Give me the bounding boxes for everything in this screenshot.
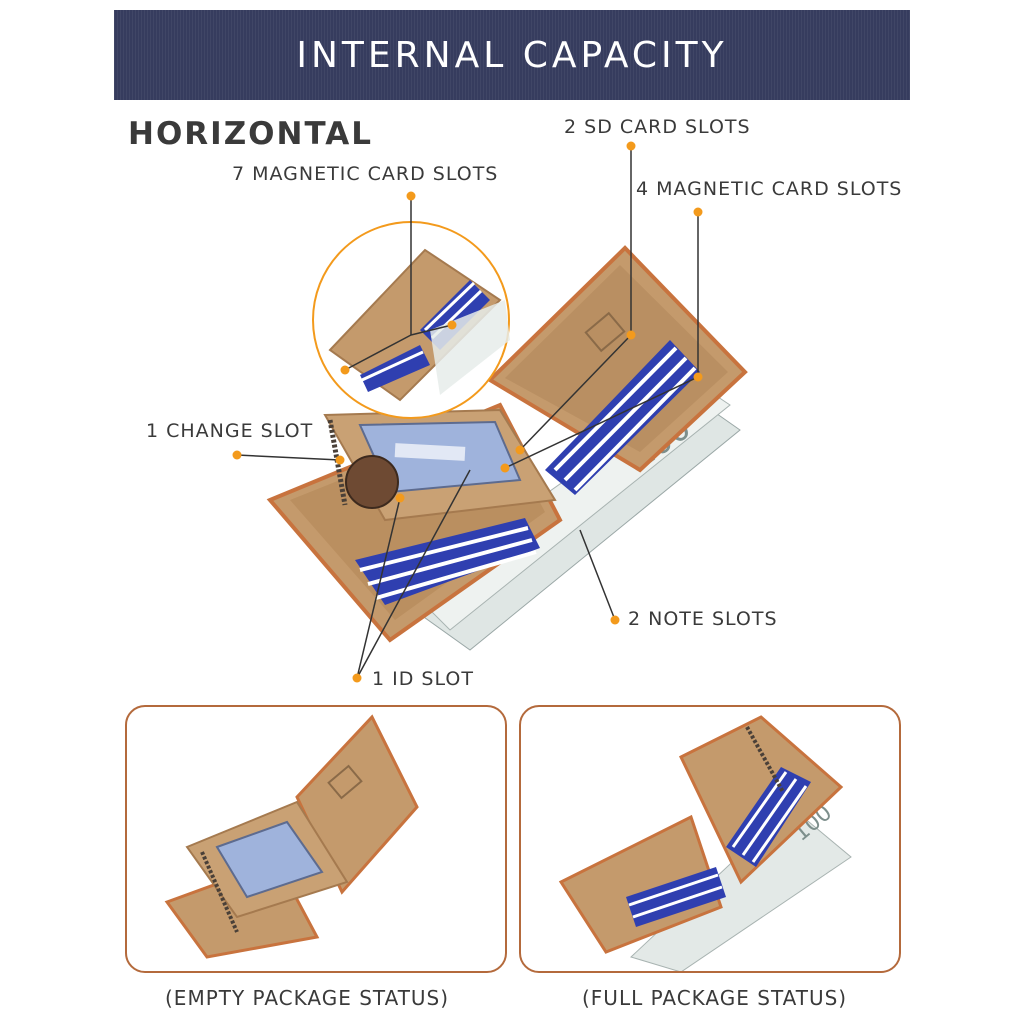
banner-title: INTERNAL CAPACITY	[296, 34, 728, 76]
empty-status-panel	[125, 705, 507, 973]
title-banner: INTERNAL CAPACITY	[114, 10, 910, 100]
label-id-slot: 1 ID SLOT	[372, 668, 474, 690]
caption-empty-status: (EMPTY PACKAGE STATUS)	[165, 986, 450, 1010]
full-wallet-photo: 100	[558, 715, 852, 973]
leader-dots	[232, 141, 703, 683]
label-note-slots: 2 NOTE SLOTS	[628, 608, 778, 630]
label-4-magnetic-card-slots: 4 MAGNETIC CARD SLOTS	[636, 178, 903, 200]
label-sd-card-slots: 2 SD CARD SLOTS	[564, 116, 751, 138]
label-7-magnetic-card-slots: 7 MAGNETIC CARD SLOTS	[232, 163, 499, 185]
leader-lines	[236, 146, 699, 679]
wallet-diagram: 100	[232, 141, 748, 683]
id-flap	[323, 408, 557, 522]
empty-wallet-photo	[164, 714, 419, 959]
full-status-panel: 100	[519, 705, 901, 973]
label-change-slot: 1 CHANGE SLOT	[146, 420, 314, 442]
caption-full-status: (FULL PACKAGE STATUS)	[582, 986, 848, 1010]
section-heading: HORIZONTAL	[128, 116, 373, 152]
